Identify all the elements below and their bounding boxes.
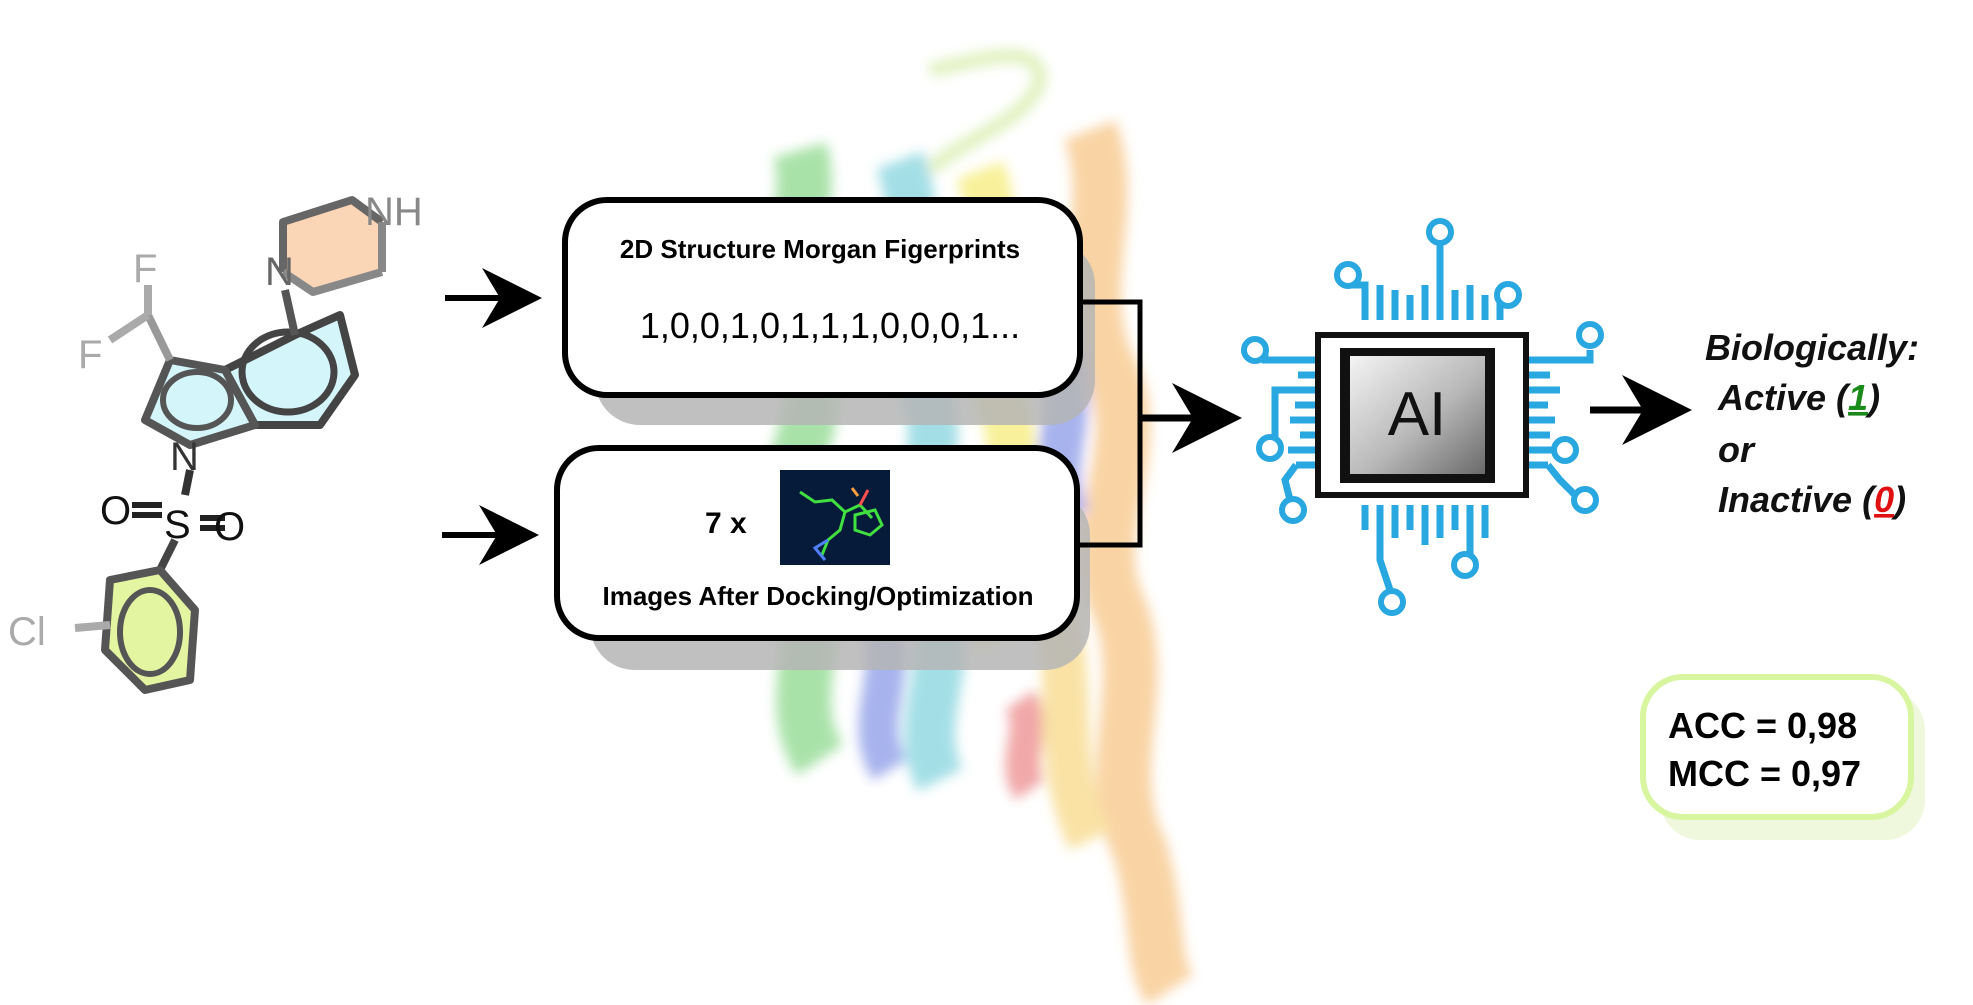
atom-n-indole-label: N	[170, 435, 199, 479]
images-box: 7 x Images After Docking/Optimization	[554, 445, 1090, 670]
fingerprint-bits: 1,0,0,1,0,1,1,1,0,0,0,1...	[640, 305, 1020, 346]
atom-f-top-label: F	[133, 247, 157, 291]
chip-circuit-nodes	[1241, 218, 1604, 616]
fingerprint-box-title: 2D Structure Morgan Figerprints	[620, 234, 1020, 264]
prediction-output: Biologically: Active (1) or Inactive (0)	[1705, 327, 1919, 520]
metrics-box: ACC = 0,98 MCC = 0,97	[1640, 674, 1925, 840]
metric-mcc: MCC = 0,97	[1668, 753, 1861, 794]
metric-acc: ACC = 0,98	[1668, 705, 1857, 746]
images-caption: Images After Docking/Optimization	[603, 581, 1034, 611]
metrics-box-frame	[1640, 674, 1914, 820]
output-inactive-line: Inactive (0)	[1718, 479, 1906, 520]
images-multiplier: 7 x	[705, 507, 747, 540]
input-arrows	[442, 268, 542, 565]
atom-f-left-label: F	[78, 333, 102, 377]
atom-o-left-label: O	[100, 489, 131, 533]
fingerprint-box-frame	[562, 197, 1083, 398]
atom-cl-label: Cl	[8, 610, 46, 654]
fingerprint-box: 2D Structure Morgan Figerprints 1,0,0,1,…	[562, 197, 1095, 425]
output-active-line: Active (1)	[1717, 377, 1880, 418]
merge-connector	[1077, 299, 1242, 548]
atom-nh-label: NH	[365, 190, 423, 234]
ai-chip: AI	[1241, 218, 1604, 616]
molecule-structure: NH N F F N O S O Cl	[8, 190, 423, 694]
chip-die-face	[1350, 356, 1485, 474]
output-or: or	[1718, 429, 1756, 470]
atom-s-label: S	[164, 503, 191, 547]
chip-label: AI	[1388, 380, 1447, 449]
inactive-value: 0	[1874, 479, 1894, 520]
docked-ligand-thumbnail	[780, 470, 890, 565]
output-heading: Biologically:	[1705, 327, 1919, 368]
active-value: 1	[1848, 377, 1868, 418]
piperazine-ring	[283, 200, 382, 292]
atom-o-right-label: O	[214, 505, 245, 549]
atom-n-piperazine-label: N	[265, 250, 294, 294]
